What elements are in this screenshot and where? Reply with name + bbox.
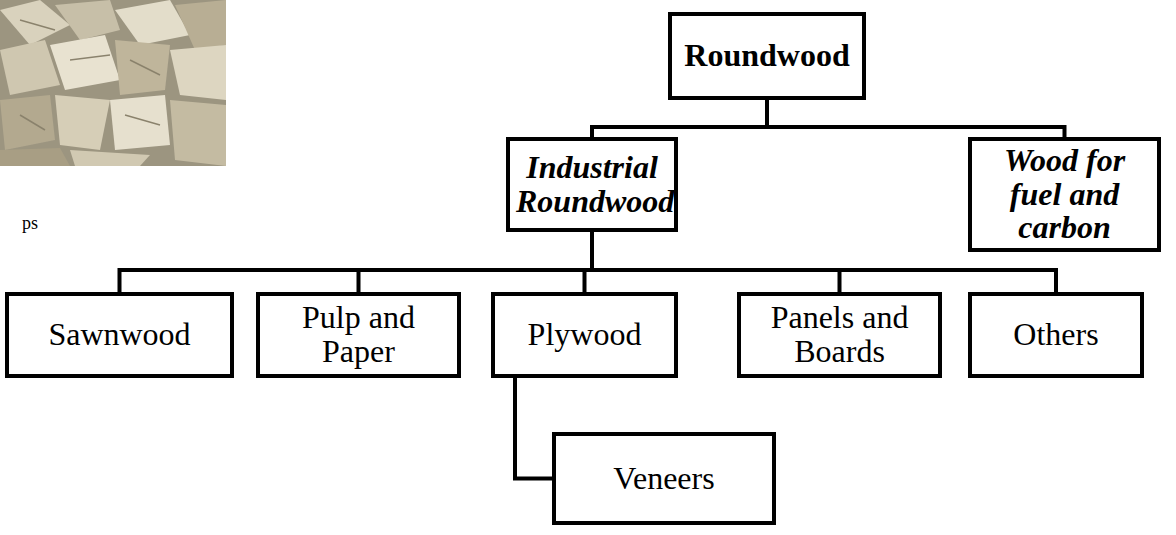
product-box: Sawnwood xyxy=(5,292,234,378)
node-label: Sawnwood xyxy=(48,318,190,352)
node-label: Wood for fuel and carbon xyxy=(978,144,1151,245)
photo-caption: ps xyxy=(22,213,38,234)
root-box: Roundwood xyxy=(668,12,866,100)
tree-connector xyxy=(592,100,767,137)
tree-connector xyxy=(515,378,552,479)
product-box: Plywood xyxy=(491,292,678,378)
tree-connector xyxy=(359,232,593,292)
node-label: Others xyxy=(1013,318,1098,352)
wood-chips-photo xyxy=(0,0,226,166)
node-label: Plywood xyxy=(528,318,642,352)
node-label: Industrial Roundwood xyxy=(516,151,668,218)
node-label: Panels and Boards xyxy=(747,301,932,368)
category-box: Industrial Roundwood xyxy=(506,137,678,232)
node-label: Roundwood xyxy=(684,39,849,73)
category-box: Wood for fuel and carbon xyxy=(968,137,1161,252)
tree-connector xyxy=(592,232,840,292)
product-box: Veneers xyxy=(552,432,776,525)
node-label: Pulp and Paper xyxy=(266,301,451,368)
node-label: Veneers xyxy=(613,462,714,496)
tree-connector xyxy=(120,232,593,292)
product-box: Pulp and Paper xyxy=(256,292,461,378)
product-box: Others xyxy=(968,292,1144,378)
tree-connector xyxy=(767,100,1065,137)
product-box: Panels and Boards xyxy=(737,292,942,378)
